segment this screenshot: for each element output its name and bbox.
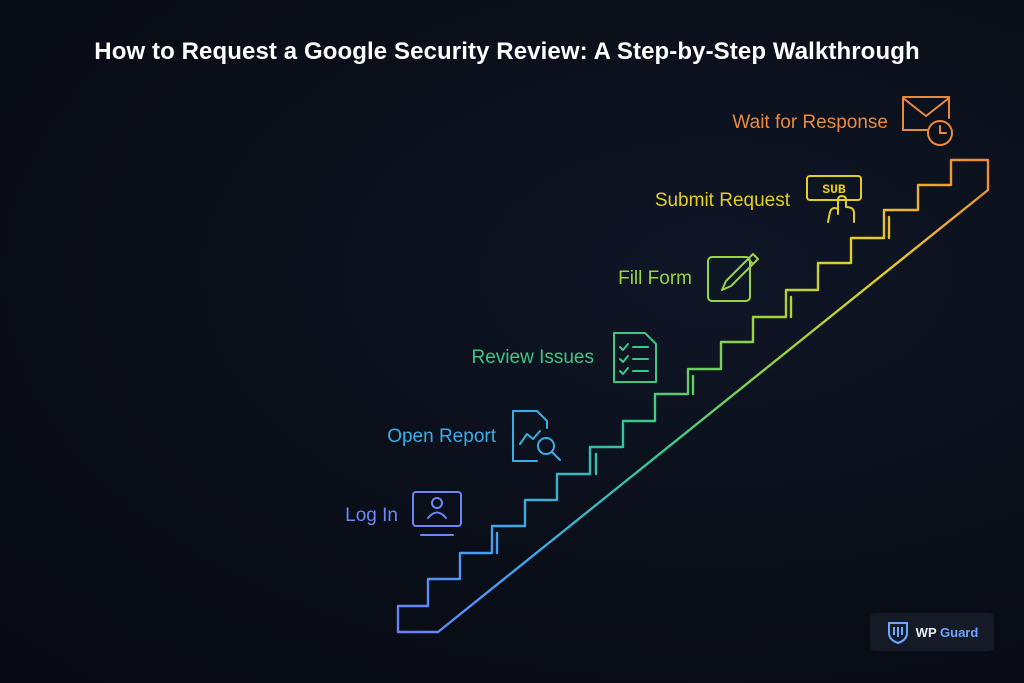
logo-text-sub: Guard <box>940 624 979 640</box>
shield-icon <box>887 622 908 644</box>
submit-button-icon <box>806 175 862 223</box>
step-label-fill-form: Fill Form <box>618 268 692 289</box>
checklist-icon <box>613 332 657 383</box>
step-label-review-issues: Review Issues <box>471 347 595 368</box>
submit-icon-text: SUB <box>822 182 846 197</box>
logo-text-main: WP <box>915 624 937 640</box>
step-label-open-report: Open Report <box>387 426 496 447</box>
wp-guard-logo: WP Guard <box>870 613 994 651</box>
step-label-log-in: Log In <box>345 505 398 526</box>
page-title: How to Request a Google Security Review:… <box>94 38 920 65</box>
step-label-submit-request: Submit Request <box>654 190 790 211</box>
envelope-clock-icon <box>902 96 953 146</box>
pencil-square-icon <box>707 253 759 302</box>
staircase-outline <box>396 158 990 634</box>
staircase <box>396 158 990 634</box>
monitor-user-icon <box>412 491 462 536</box>
report-magnifier-icon <box>512 410 561 462</box>
step-label-wait-for-response: Wait for Response <box>732 112 888 133</box>
logo-text: WP Guard <box>916 625 979 640</box>
